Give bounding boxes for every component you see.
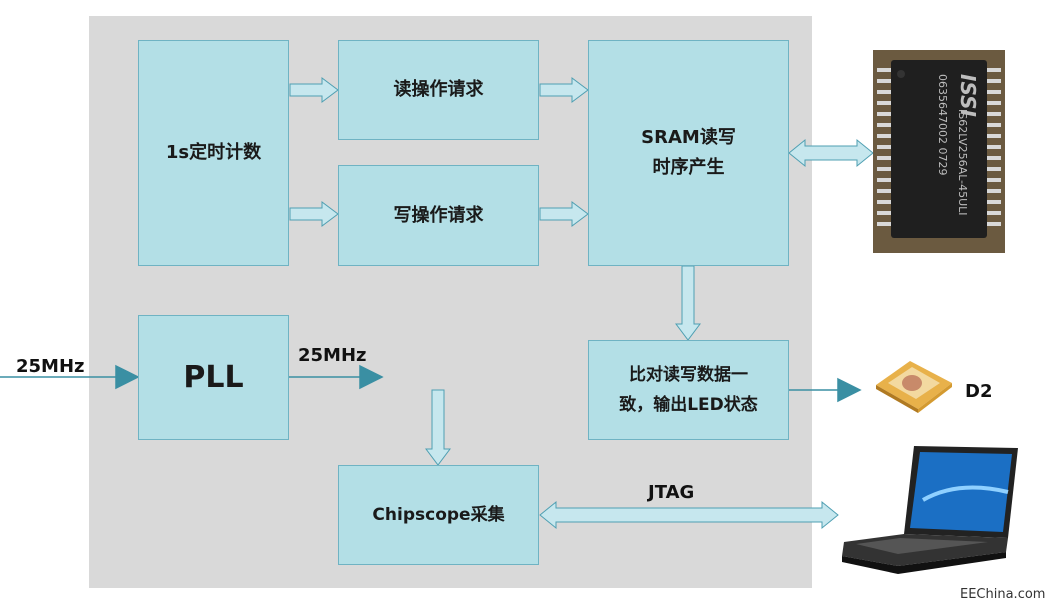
write-request-block: 写操作请求 [338, 165, 539, 266]
compare-label-line1: 比对读写数据一 [629, 365, 748, 385]
clock-in-label: 25MHz [16, 356, 85, 377]
chip-marking-1: ISSI [956, 74, 980, 118]
sram-chip-icon: ISSI IS62LV256AL-45ULI 0635647002 0729 [873, 50, 1005, 253]
jtag-label: JTAG [648, 482, 695, 503]
arrow-sram-chip [788, 138, 874, 168]
chipscope-block: Chipscope采集 [338, 465, 539, 565]
arrowhead-led [837, 377, 862, 403]
write-request-label: 写操作请求 [393, 204, 484, 226]
chip-marking-2: IS62LV256AL-45ULI [956, 109, 969, 216]
arrow-to-chipscope [425, 389, 451, 466]
read-request-block: 读操作请求 [338, 40, 539, 140]
compare-block: 比对读写数据一 致，输出LED状态 [588, 340, 789, 440]
led-icon [876, 361, 952, 413]
clock-out-label: 25MHz [298, 345, 367, 366]
timer-block: 1s定时计数 [138, 40, 289, 266]
compare-label-line2: 致，输出LED状态 [619, 395, 758, 415]
arrowhead-clock-out [359, 364, 384, 390]
chip-marking-3: 0635647002 0729 [936, 74, 949, 175]
credit-text: EEChina.com [960, 587, 1045, 602]
pll-label: PLL [183, 359, 244, 395]
sram-label-line1: SRAM读写 [641, 127, 736, 148]
arrow-sram-compare [675, 265, 701, 341]
sram-label-line2: 时序产生 [652, 157, 725, 178]
timer-label: 1s定时计数 [165, 142, 262, 163]
pll-block: PLL [138, 315, 289, 440]
chipscope-label: Chipscope采集 [372, 505, 505, 525]
laptop-icon [842, 446, 1018, 574]
arrow-timer-read [289, 77, 339, 103]
arrow-timer-write [289, 201, 339, 227]
arrow-jtag [539, 500, 839, 530]
arrow-read-sram [539, 77, 589, 103]
read-request-label: 读操作请求 [393, 79, 484, 100]
arrow-write-sram [539, 201, 589, 227]
arrowhead-clock-in [115, 364, 140, 390]
sram-timing-block: SRAM读写 时序产生 [588, 40, 789, 266]
led-label: D2 [965, 381, 993, 402]
